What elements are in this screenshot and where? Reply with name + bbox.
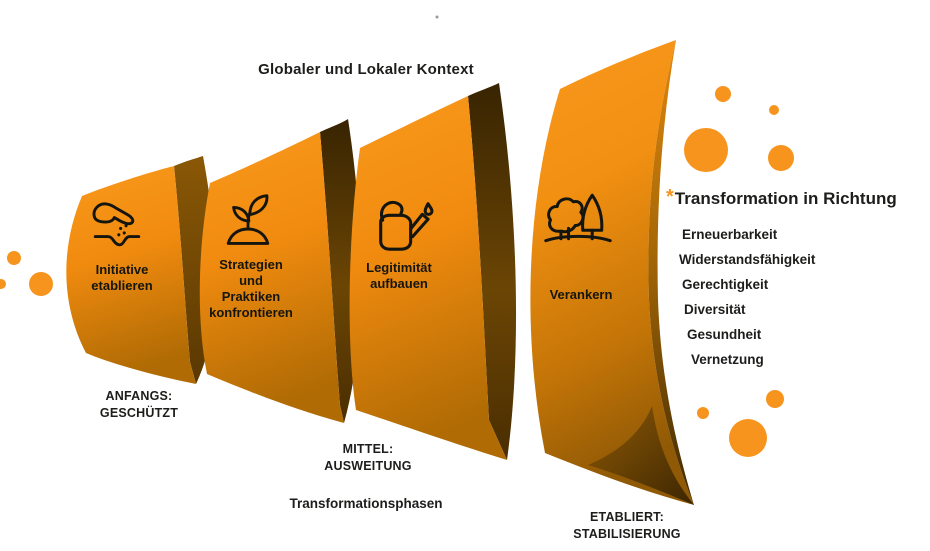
decorative-dot bbox=[29, 272, 53, 296]
goal-item: Diversität bbox=[684, 302, 746, 317]
trees-icon bbox=[542, 186, 614, 248]
phase-3-ribbon-fold bbox=[468, 83, 517, 460]
axis-label: Transformationsphasen bbox=[289, 496, 443, 511]
phase-4-ribbon-tail-shadow bbox=[588, 406, 694, 505]
goal-item: Vernetzung bbox=[691, 352, 764, 367]
goal-item: Gerechtigkeit bbox=[682, 277, 769, 292]
decorative-dot bbox=[768, 145, 794, 171]
phase-4-label: Verankern bbox=[549, 287, 613, 302]
goals-block: * Transformation in Richtung Erneuerbark… bbox=[666, 186, 928, 372]
decorative-dot bbox=[684, 128, 728, 172]
seedling-icon bbox=[221, 189, 275, 251]
phase-2-label: Strategien und Praktiken konfrontieren bbox=[209, 257, 293, 320]
goals-heading-text: Transformation in Richtung bbox=[674, 189, 897, 208]
goal-item: Erneuerbarkeit bbox=[682, 227, 778, 242]
decorative-dot bbox=[697, 407, 709, 419]
decorative-dot bbox=[769, 105, 779, 115]
decorative-dot bbox=[729, 419, 767, 457]
phase-3-ribbon-face bbox=[349, 96, 507, 460]
decorative-dots bbox=[0, 15, 794, 457]
hand-sowing-seeds-icon bbox=[88, 194, 146, 252]
phase-1-label: Initiative etablieren bbox=[91, 262, 153, 293]
decorative-dot bbox=[715, 86, 731, 102]
decorative-dot bbox=[0, 279, 6, 289]
goals-heading: * Transformation in Richtung bbox=[666, 186, 928, 209]
stage-label-anfangs: ANFANGS: GESCHÜTZT bbox=[99, 389, 179, 420]
stage-label-etabliert: ETABLIERT: STABILISIERUNG bbox=[573, 510, 681, 541]
watering-can-icon bbox=[368, 196, 434, 254]
phase-4-ribbon-face bbox=[530, 40, 694, 505]
context-title: Globaler und Lokaler Kontext bbox=[258, 61, 474, 78]
phase-3-label: Legitimität aufbauen bbox=[366, 260, 432, 291]
goals-list: Erneuerbarkeit Widerstandsfähigkeit Gere… bbox=[666, 222, 928, 372]
goal-item: Gesundheit bbox=[687, 327, 762, 342]
decorative-dot bbox=[7, 251, 21, 265]
decorative-dot bbox=[766, 390, 784, 408]
goal-item: Widerstandsfähigkeit bbox=[679, 252, 816, 267]
phase-2-ribbon-face bbox=[199, 132, 344, 423]
asterisk-marker: * bbox=[666, 186, 674, 208]
phase-4-ribbon-fold bbox=[648, 40, 694, 505]
decorative-dot bbox=[435, 15, 439, 19]
stage-label-mittel: MITTEL: AUSWEITUNG bbox=[324, 442, 412, 473]
